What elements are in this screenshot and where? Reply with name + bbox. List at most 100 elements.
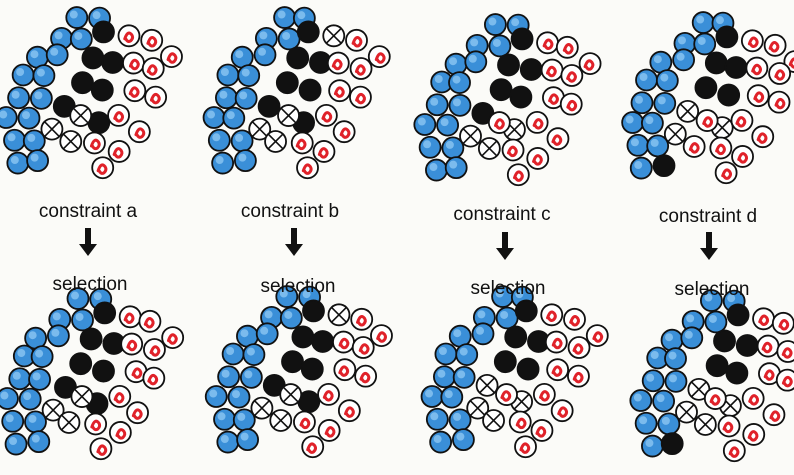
cluster-d-after bbox=[629, 289, 794, 463]
blue-circle-icon bbox=[641, 369, 665, 393]
black-circle-icon bbox=[493, 350, 517, 374]
red-circle-icon bbox=[709, 136, 733, 160]
blue-circle-icon bbox=[626, 133, 650, 157]
red-circle-icon bbox=[317, 382, 340, 406]
black-circle-icon bbox=[510, 27, 534, 51]
blue-circle-icon bbox=[681, 309, 705, 333]
blue-circle-icon bbox=[273, 6, 297, 29]
blue-circle-icon bbox=[641, 111, 664, 135]
black-circle-icon bbox=[704, 51, 728, 75]
blue-circle-icon bbox=[66, 287, 90, 310]
red-circle-icon bbox=[763, 33, 787, 57]
crossed-circle-icon bbox=[475, 373, 499, 397]
crossed-circle-icon bbox=[70, 385, 94, 408]
red-circle-icon bbox=[585, 324, 609, 348]
red-circle-icon bbox=[768, 62, 792, 85]
red-circle-icon bbox=[487, 111, 511, 134]
crossed-circle-icon bbox=[59, 130, 83, 153]
blue-circle-icon bbox=[634, 411, 658, 435]
red-circle-icon bbox=[550, 399, 574, 423]
red-circle-icon bbox=[122, 51, 145, 75]
column-d: constraint d selection bbox=[659, 206, 757, 300]
red-circle-icon bbox=[354, 364, 378, 388]
crossed-circle-icon bbox=[269, 409, 293, 432]
red-circle-icon bbox=[767, 90, 791, 114]
blue-circle-icon bbox=[418, 135, 442, 159]
blue-circle-icon bbox=[0, 106, 18, 129]
blue-circle-icon bbox=[253, 43, 277, 67]
crossed-circle-icon bbox=[687, 377, 711, 401]
black-circle-icon bbox=[497, 53, 520, 77]
constraint-d-label: constraint d bbox=[659, 206, 757, 227]
blue-circle-icon bbox=[488, 34, 512, 58]
cluster-a-before bbox=[0, 6, 183, 180]
blue-circle-icon bbox=[216, 63, 240, 87]
down-arrow-icon bbox=[700, 232, 718, 260]
cluster-a-after bbox=[0, 287, 185, 461]
black-circle-icon bbox=[71, 71, 94, 95]
blue-circle-icon bbox=[672, 48, 695, 72]
red-circle-icon bbox=[555, 35, 579, 59]
black-circle-icon bbox=[725, 361, 749, 385]
blue-circle-icon bbox=[664, 369, 688, 393]
blue-circle-icon bbox=[234, 86, 258, 110]
red-circle-icon bbox=[161, 326, 185, 350]
blue-circle-icon bbox=[448, 71, 471, 94]
black-circle-icon bbox=[302, 299, 325, 323]
red-circle-icon bbox=[107, 104, 130, 127]
red-circle-icon bbox=[108, 384, 132, 408]
red-circle-icon bbox=[544, 330, 568, 354]
red-circle-icon bbox=[350, 307, 374, 331]
cluster-b-after bbox=[204, 285, 393, 459]
red-circle-icon bbox=[328, 79, 352, 103]
blue-circle-icon bbox=[655, 69, 679, 92]
red-circle-icon bbox=[317, 419, 341, 442]
red-circle-icon bbox=[501, 138, 525, 162]
blue-circle-icon bbox=[1, 409, 25, 433]
crossed-circle-icon bbox=[663, 122, 687, 146]
black-circle-icon bbox=[300, 357, 324, 381]
blue-circle-icon bbox=[653, 91, 677, 115]
blue-circle-icon bbox=[641, 434, 664, 458]
black-circle-icon bbox=[694, 76, 718, 100]
red-circle-icon bbox=[296, 156, 319, 180]
black-circle-icon bbox=[286, 46, 310, 70]
crossed-circle-icon bbox=[675, 400, 698, 424]
blue-circle-icon bbox=[680, 326, 704, 350]
blue-circle-icon bbox=[451, 428, 475, 452]
blue-circle-icon bbox=[30, 345, 54, 369]
black-circle-icon bbox=[509, 85, 533, 109]
blue-circle-icon bbox=[27, 430, 51, 454]
red-circle-icon bbox=[514, 435, 537, 459]
black-circle-icon bbox=[514, 299, 538, 323]
blue-circle-icon bbox=[204, 385, 228, 408]
crossed-circle-icon bbox=[248, 117, 272, 141]
blue-circle-icon bbox=[202, 106, 226, 129]
red-circle-icon bbox=[370, 324, 393, 348]
red-circle-icon bbox=[567, 336, 591, 359]
blue-circle-icon bbox=[425, 93, 449, 117]
blue-circle-icon bbox=[26, 149, 49, 173]
red-circle-icon bbox=[752, 307, 775, 331]
red-circle-icon bbox=[312, 140, 336, 163]
selection-c-label: selection bbox=[471, 278, 546, 299]
blue-circle-icon bbox=[436, 113, 460, 137]
blue-circle-icon bbox=[444, 156, 468, 180]
blue-circle-icon bbox=[18, 387, 42, 411]
black-circle-icon bbox=[101, 51, 125, 74]
red-circle-icon bbox=[717, 414, 741, 438]
crossed-circle-icon bbox=[327, 303, 351, 327]
blue-circle-icon bbox=[704, 310, 728, 334]
crossed-circle-icon bbox=[279, 383, 303, 406]
blue-circle-icon bbox=[8, 367, 32, 391]
red-circle-icon bbox=[695, 109, 719, 132]
crossed-circle-icon bbox=[322, 24, 346, 48]
black-circle-icon bbox=[296, 20, 320, 44]
red-circle-icon bbox=[741, 386, 765, 410]
blue-circle-icon bbox=[452, 365, 476, 389]
red-circle-icon bbox=[123, 79, 147, 103]
blue-circle-icon bbox=[629, 389, 653, 412]
red-circle-icon bbox=[367, 45, 391, 68]
blue-circle-icon bbox=[207, 128, 231, 152]
black-circle-icon bbox=[311, 330, 335, 353]
